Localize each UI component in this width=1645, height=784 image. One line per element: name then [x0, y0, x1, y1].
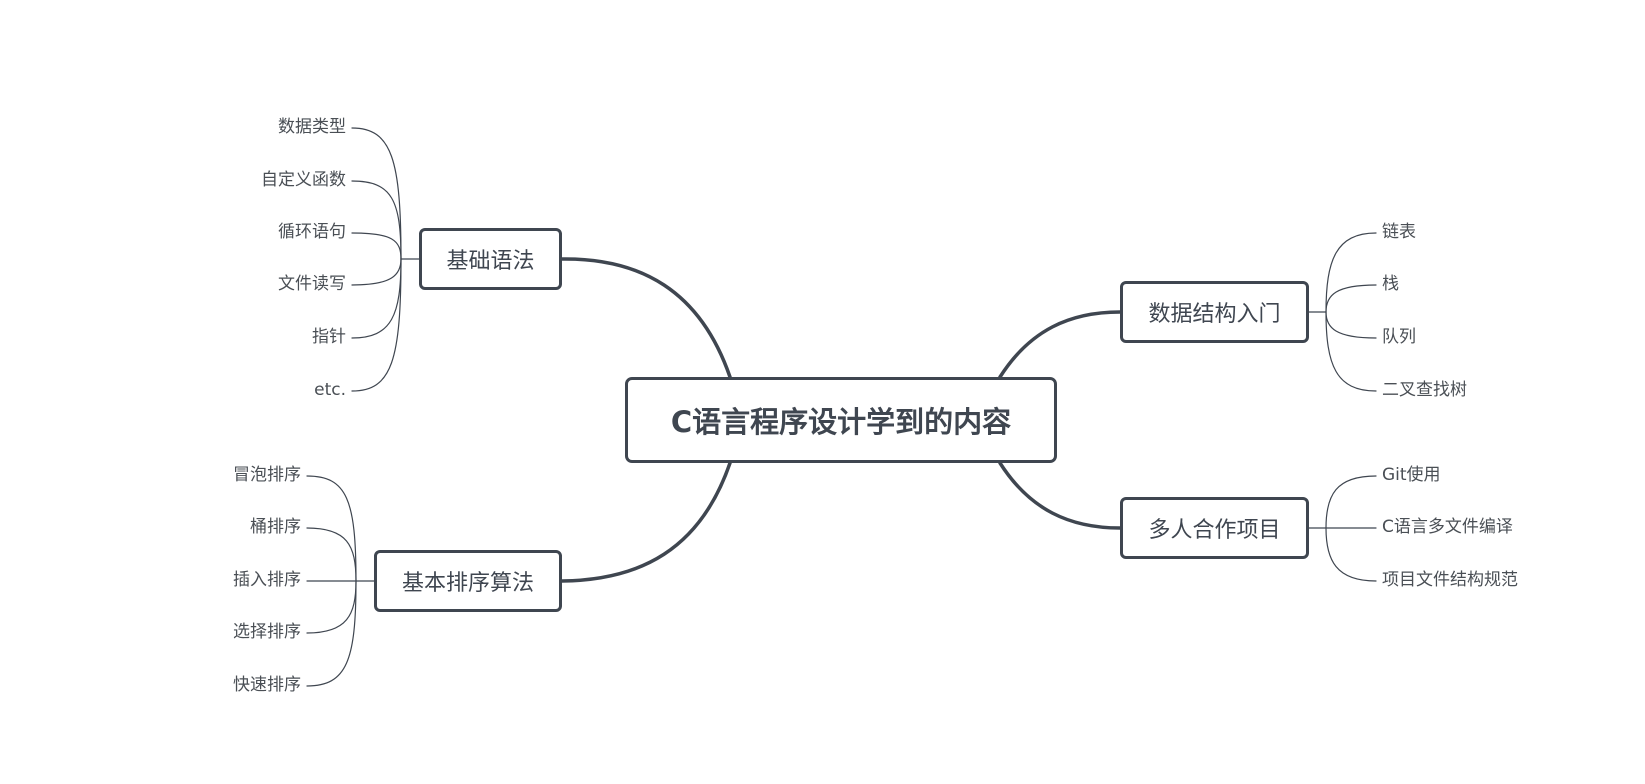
teamwork-branches — [1308, 475, 1377, 582]
subtopic-bucket-sort[interactable]: 桶排序 — [250, 517, 301, 537]
connector-sorting — [560, 461, 732, 583]
subtopic-selection-sort[interactable]: 选择排序 — [233, 622, 301, 642]
topic-basic-syntax-label: 基础语法 — [446, 249, 535, 274]
subtopic-git[interactable]: Git使用 — [1382, 465, 1441, 485]
subtopic-pointers[interactable]: 指针 — [312, 327, 346, 347]
central-topic-label: C语言程序设计学到的内容 — [670, 405, 1012, 439]
sorting-branches — [306, 475, 375, 687]
subtopic-project-structure[interactable]: 项目文件结构规范 — [1382, 570, 1518, 590]
subtopic-queue[interactable]: 队列 — [1382, 327, 1416, 347]
topic-sorting[interactable]: 基本排序算法 — [374, 550, 562, 612]
subtopic-multi-file-compile[interactable]: C语言多文件编译 — [1382, 517, 1513, 537]
connector-teamwork — [998, 461, 1122, 530]
topic-teamwork[interactable]: 多人合作项目 — [1120, 497, 1309, 559]
topic-data-structures[interactable]: 数据结构入门 — [1120, 281, 1309, 343]
subtopic-insertion-sort[interactable]: 插入排序 — [233, 570, 301, 590]
subtopic-etc[interactable]: etc. — [314, 380, 346, 400]
subtopic-stack[interactable]: 栈 — [1382, 274, 1399, 294]
topic-basic-syntax[interactable]: 基础语法 — [419, 228, 562, 290]
subtopic-loops[interactable]: 循环语句 — [278, 222, 346, 242]
subtopic-custom-functions[interactable]: 自定义函数 — [261, 170, 346, 190]
topic-sorting-label: 基本排序算法 — [401, 571, 534, 596]
connector-data-structures — [998, 310, 1122, 379]
data-structures-branches — [1308, 232, 1377, 392]
central-topic[interactable]: C语言程序设计学到的内容 — [625, 377, 1057, 463]
connector-basic-syntax — [560, 257, 732, 379]
subtopic-data-types[interactable]: 数据类型 — [278, 117, 346, 137]
subtopic-bst[interactable]: 二叉查找树 — [1382, 380, 1467, 400]
topic-data-structures-label: 数据结构入门 — [1148, 302, 1281, 327]
topic-teamwork-label: 多人合作项目 — [1148, 518, 1281, 543]
subtopic-file-io[interactable]: 文件读写 — [278, 274, 346, 294]
subtopic-bubble-sort[interactable]: 冒泡排序 — [233, 465, 301, 485]
subtopic-linked-list[interactable]: 链表 — [1382, 222, 1416, 242]
basic-syntax-branches — [351, 127, 420, 392]
subtopic-quick-sort[interactable]: 快速排序 — [233, 675, 301, 695]
